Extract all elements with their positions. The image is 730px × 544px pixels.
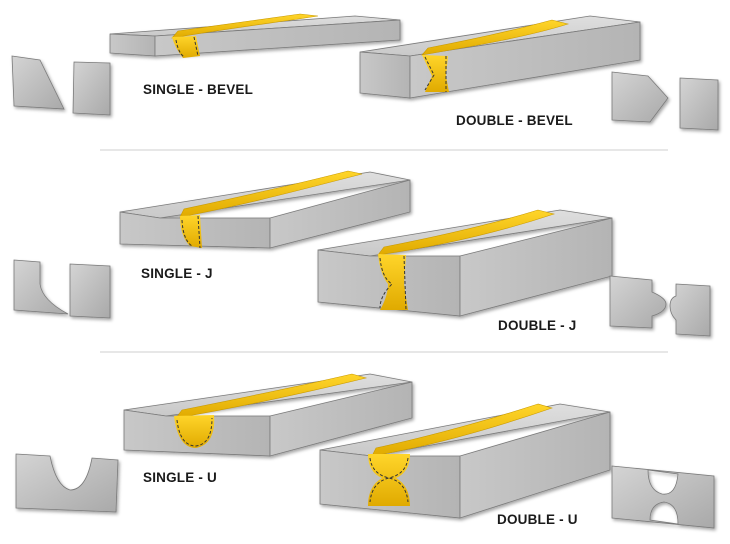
single-bevel-profile: [11, 55, 111, 116]
single-j-plate: [119, 171, 411, 249]
double-u-profile: [611, 465, 715, 529]
single-u-profile: [15, 453, 119, 513]
double-j-profile: [609, 275, 711, 337]
double-bevel-plate: [359, 15, 641, 99]
single-j-weld: [179, 170, 363, 249]
label-double-j: DOUBLE - J: [498, 318, 577, 333]
label-single-u: SINGLE - U: [143, 470, 217, 485]
single-j-profile: [13, 259, 111, 319]
double-bevel-weld: [421, 19, 570, 92]
label-double-u: DOUBLE - U: [497, 512, 578, 527]
double-j-plate: [317, 209, 613, 317]
double-j-weld: [377, 209, 556, 311]
label-double-bevel: DOUBLE - BEVEL: [456, 113, 573, 128]
double-u-weld: [368, 403, 553, 506]
label-single-j: SINGLE - J: [141, 266, 213, 281]
single-bevel-weld: [171, 13, 319, 58]
label-single-bevel: SINGLE - BEVEL: [143, 82, 253, 97]
double-bevel-profile: [611, 71, 719, 131]
single-u-weld: [174, 373, 368, 448]
